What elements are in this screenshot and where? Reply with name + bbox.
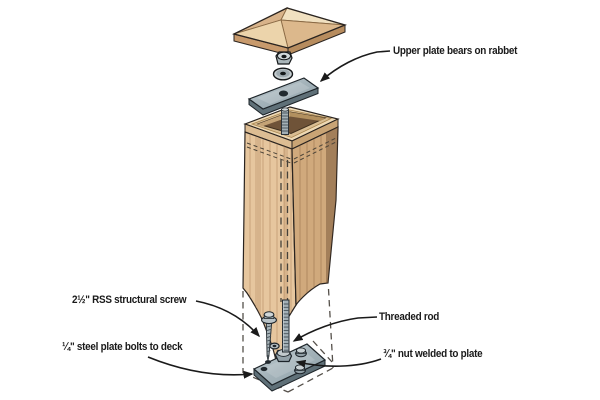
plate-hole: [265, 360, 271, 364]
callout-structural-screw: 2½" RSS structural screw: [72, 294, 187, 306]
post-footprint-dashed: [312, 340, 333, 363]
washer-icon: [272, 67, 294, 81]
leader-steel-plate: [147, 356, 254, 379]
plate-hole: [260, 366, 268, 372]
rss-screw-icon: [261, 311, 277, 361]
callout-steel-plate: ¼" steel plate bolts to deck: [62, 341, 183, 353]
leader-upper-plate: [319, 50, 391, 82]
post-cap: [232, 7, 347, 56]
leader-welded-nut: [295, 358, 382, 368]
hex-bolt-icon: [294, 364, 306, 375]
rabbet-hidden-lines: [246, 137, 337, 164]
hex-nut-icon: [275, 51, 293, 65]
callout-welded-nut: ¾" nut welded to plate: [383, 348, 483, 360]
threaded-rod-stub: [281, 107, 289, 135]
threaded-rod-lower: [282, 299, 290, 353]
leader-lines: [147, 50, 391, 379]
screw-washer-icon: [269, 342, 280, 350]
callout-threaded-rod: Threaded rod: [379, 311, 440, 323]
wood-post: [242, 106, 340, 389]
hex-bolt-icon: [295, 347, 307, 358]
upper-steel-plate: [247, 77, 320, 116]
leader-structural-screw: [195, 300, 260, 338]
hidden-rod-lines: [280, 160, 289, 302]
callout-upper-plate: Upper plate bears on rabbet: [393, 45, 518, 57]
leader-threaded-rod: [292, 316, 378, 342]
